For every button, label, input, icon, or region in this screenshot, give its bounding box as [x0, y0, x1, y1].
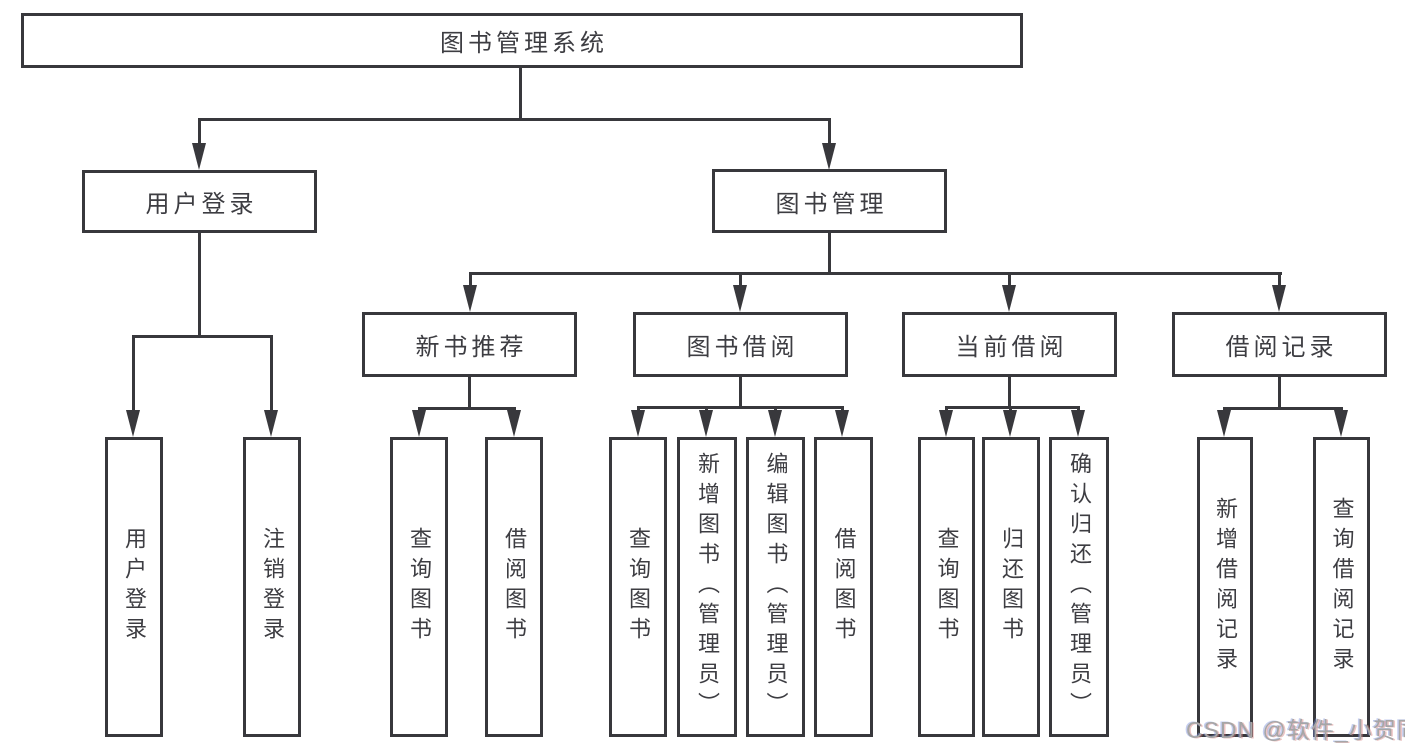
arrowhead-icon: [192, 143, 206, 170]
arrowhead-icon: [631, 410, 645, 437]
leaf-label: 新增借阅记录: [1213, 497, 1238, 677]
connector: [945, 406, 948, 413]
arrowhead-icon: [835, 410, 849, 437]
leaf-label: 查询图书: [934, 527, 960, 647]
arrowhead-icon: [1272, 285, 1286, 312]
arrowhead-icon: [1071, 410, 1085, 437]
connector: [198, 233, 201, 337]
leaf-label: 注销登录: [260, 527, 285, 647]
node-current-borrow: 当前借阅: [902, 312, 1117, 377]
connector: [198, 118, 831, 121]
csdn-watermark: CSDN @软件_小贺同学: [1186, 717, 1405, 743]
leaf-query-books-current: 查询图书: [918, 437, 975, 737]
connector: [841, 406, 844, 413]
connector: [1278, 377, 1281, 409]
connector: [739, 377, 742, 408]
leaf-return-books: 归还图书: [982, 437, 1040, 737]
leaf-label: 编辑图书（管理员）: [763, 452, 789, 722]
arrowhead-icon: [507, 410, 521, 437]
node-book-management: 图书管理: [712, 169, 947, 233]
connector: [132, 335, 135, 412]
connector: [945, 406, 1080, 409]
arrowhead-icon: [412, 410, 426, 437]
leaf-confirm-return-admin: 确认归还（管理员）: [1049, 437, 1109, 737]
arrowhead-icon: [1003, 410, 1017, 437]
arrowhead-icon: [463, 285, 477, 312]
arrowhead-icon: [264, 410, 278, 437]
leaf-label: 查询图书: [626, 527, 651, 647]
leaf-label: 新增图书（管理员）: [695, 452, 720, 722]
leaf-logout: 注销登录: [243, 437, 301, 737]
connector: [828, 118, 831, 146]
connector: [270, 335, 273, 412]
connector: [519, 68, 522, 121]
connector: [1223, 407, 1343, 410]
leaf-label: 借阅图书: [502, 527, 527, 647]
connector: [637, 406, 844, 409]
connector: [739, 272, 742, 288]
node-root: 图书管理系统: [21, 13, 1023, 68]
leaf-label: 查询图书: [407, 527, 432, 647]
leaf-label: 归还图书: [999, 527, 1024, 647]
node-user-login: 用户登录: [82, 170, 317, 233]
arrowhead-icon: [939, 410, 953, 437]
arrowhead-icon: [1217, 410, 1231, 437]
leaf-user-login: 用户登录: [105, 437, 163, 737]
connector: [1008, 272, 1011, 288]
connector: [469, 272, 472, 288]
leaf-label: 借阅图书: [831, 527, 857, 647]
connector: [1077, 406, 1080, 413]
arrowhead-icon: [699, 410, 713, 437]
leaf-query-books-borrow: 查询图书: [609, 437, 667, 737]
node-borrow-records: 借阅记录: [1172, 312, 1387, 377]
node-new-book-recommend: 新书推荐: [362, 312, 577, 377]
arrowhead-icon: [1002, 285, 1016, 312]
leaf-edit-books-admin: 编辑图书（管理员）: [746, 437, 805, 737]
connector: [1009, 406, 1012, 413]
connector: [198, 118, 201, 146]
leaf-label: 用户登录: [122, 527, 147, 647]
leaf-borrow-books: 借阅图书: [814, 437, 873, 737]
leaf-label: 确认归还（管理员）: [1067, 452, 1092, 722]
leaf-add-borrow-record: 新增借阅记录: [1197, 437, 1253, 737]
arrowhead-icon: [733, 285, 747, 312]
connector: [828, 233, 831, 274]
connector: [637, 406, 640, 413]
leaf-query-books-recommend: 查询图书: [390, 437, 448, 737]
leaf-label: 查询借阅记录: [1329, 497, 1355, 677]
arrowhead-icon: [1334, 410, 1348, 437]
connector: [1008, 377, 1011, 408]
connector: [418, 407, 516, 410]
leaf-borrow-books-recommend: 借阅图书: [485, 437, 543, 737]
arrowhead-icon: [768, 410, 782, 437]
arrowhead-icon: [126, 410, 140, 437]
node-book-borrow: 图书借阅: [633, 312, 848, 377]
connector: [468, 377, 471, 409]
connector: [705, 406, 708, 413]
connector: [132, 335, 273, 338]
leaf-add-books-admin: 新增图书（管理员）: [677, 437, 737, 737]
connector: [774, 406, 777, 413]
connector: [469, 272, 1282, 275]
arrowhead-icon: [822, 143, 836, 170]
leaf-query-borrow-record: 查询借阅记录: [1313, 437, 1370, 737]
connector: [1278, 272, 1281, 288]
